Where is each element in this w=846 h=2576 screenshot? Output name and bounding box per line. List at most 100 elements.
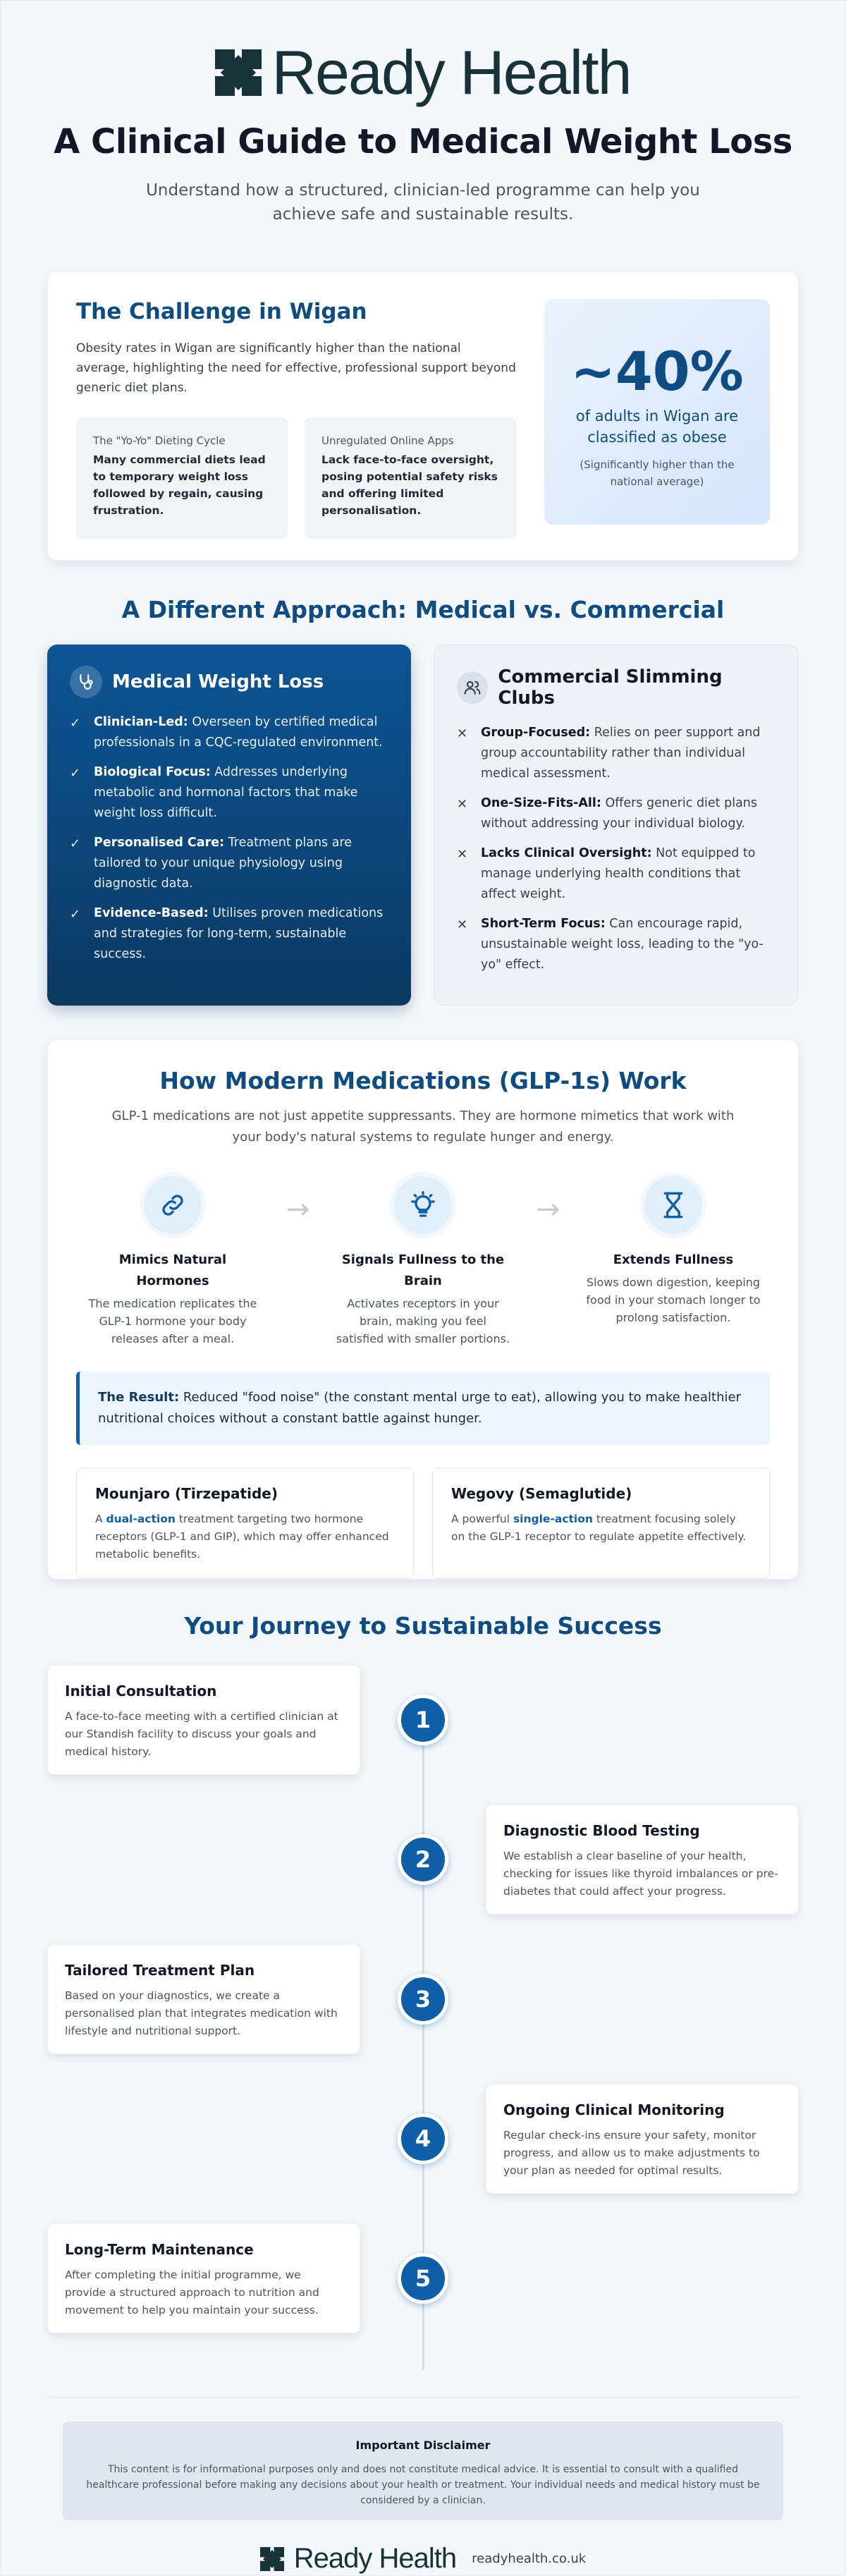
glp-step-text: Slows down digestion, keeping food in yo… [586,1276,761,1324]
glp-step: Signals Fullness to the Brain Activates … [335,1176,511,1348]
medical-item: ✓ Clinician-Led: Overseen by certified m… [70,712,388,753]
challenge-section: The Challenge in Wigan Obesity rates in … [47,271,799,561]
arrow-right-icon: → [536,1193,560,1226]
logo-mark-icon [259,2546,284,2571]
journey-step-text: Regular check-ins ensure your safety, mo… [503,2129,760,2177]
footer: Ready Health readyhealth.co.uk [47,2543,799,2575]
footer-divider [47,2397,799,2398]
journey-step: Tailored Treatment Plan Based on your di… [47,1944,360,2054]
drug-text: A powerful single-action treatment focus… [451,1513,747,1543]
glp-step: Extends Fullness Slows down digestion, k… [585,1176,761,1326]
challenge-card: Unregulated Online Apps Lack face-to-fac… [305,417,516,539]
disclaimer-title: Important Disclaimer [355,2438,491,2452]
glp-intro: GLP-1 medications are not just appetite … [111,1109,735,1144]
challenge-card: The "Yo-Yo" Dieting Cycle Many commercia… [76,417,288,539]
challenge-card-text: Many commercial diets lead to temporary … [93,453,266,517]
drug-cards: Mounjaro (Tirzepatide) A dual-action tre… [76,1467,770,1579]
lightbulb-icon [393,1176,452,1234]
glp-step-title: Extends Fullness [613,1252,734,1267]
cross-icon: ✕ [457,917,468,932]
commercial-item: ✕ Lacks Clinical Oversight: Not equipped… [457,843,776,905]
challenge-content: The Challenge in Wigan Obesity rates in … [76,299,516,539]
glp-steps: Mimics Natural Hormones The medication r… [76,1176,770,1348]
result-label: The Result: [98,1390,180,1405]
glp-step-title: Signals Fullness to the Brain [341,1252,505,1288]
drug-card-wegovy: Wegovy (Semaglutide) A powerful single-a… [432,1467,770,1579]
medical-panel: Medical Weight Loss ✓ Clinician-Led: Ove… [47,645,411,1006]
journey-step-number: 3 [398,1974,448,2025]
hourglass-icon [644,1176,702,1234]
brand-name: Ready Health [271,37,632,107]
journey-step-number: 4 [398,2113,448,2164]
footer-url-link[interactable]: readyhealth.co.uk [472,2551,587,2566]
comparison-title: A Different Approach: Medical vs. Commer… [121,596,725,623]
check-icon: ✓ [70,836,81,851]
medical-item: ✓ Biological Focus: Addresses underlying… [70,762,388,824]
journey-step: Ongoing Clinical Monitoring Regular chec… [486,2084,799,2194]
glp-step-text: The medication replicates the GLP-1 horm… [88,1297,257,1345]
check-icon: ✓ [70,716,81,731]
page-subtitle: Understand how a structured, clinician-l… [146,181,700,224]
obesity-stat: ~40% of adults in Wigan are classified a… [544,299,770,525]
journey-step-number: 1 [398,1695,448,1745]
drug-card-mounjaro: Mounjaro (Tirzepatide) A dual-action tre… [76,1467,414,1579]
footer-brand-name[interactable]: Ready Health [293,2543,457,2574]
journey-step: Diagnostic Blood Testing We establish a … [486,1805,799,1915]
drug-title: Wegovy (Semaglutide) [451,1485,632,1502]
journey-step-number: 5 [398,2253,448,2304]
glp-title: How Modern Medications (GLP-1s) Work [159,1067,687,1094]
journey-timeline: Initial Consultation A face-to-face meet… [47,1665,799,2376]
challenge-card-text: Lack face-to-face oversight, posing pote… [321,453,498,517]
drug-text: A dual-action treatment targeting two ho… [95,1513,389,1561]
result-text: Reduced "food noise" (the constant menta… [98,1390,741,1426]
stethoscope-icon [70,666,102,698]
journey-step-title: Tailored Treatment Plan [65,1962,255,1979]
glp-section: How Modern Medications (GLP-1s) Work GLP… [47,1039,799,1580]
cross-icon: ✕ [457,726,468,741]
medical-panel-title: Medical Weight Loss [112,671,324,692]
arrow-right-icon: → [286,1193,310,1226]
journey-step: Long-Term Maintenance After completing t… [47,2223,360,2333]
medical-panel-header: Medical Weight Loss [70,666,388,698]
journey-step: Initial Consultation A face-to-face meet… [47,1665,360,1775]
journey-step-number: 2 [398,1834,448,1885]
journey-step-title: Initial Consultation [65,1683,217,1699]
glp-result: The Result: Reduced "food noise" (the co… [76,1372,770,1445]
content: Ready Health A Clinical Guide to Medical… [47,1,799,2575]
logo-mark-icon [215,49,262,96]
journey-step-title: Diagnostic Blood Testing [503,1822,700,1839]
challenge-card-label: Unregulated Online Apps [321,434,454,447]
commercial-panel-title: Commercial Slimming Clubs [498,666,723,709]
check-icon: ✓ [70,907,81,922]
journey-step-text: After completing the initial programme, … [65,2269,319,2316]
challenge-title: The Challenge in Wigan [76,299,367,324]
link-icon [144,1176,202,1234]
cross-icon: ✕ [457,797,468,812]
disclaimer: Important Disclaimer This content is for… [63,2422,783,2520]
users-icon [457,671,489,704]
journey-step-text: Based on your diagnostics, we create a p… [65,1989,338,2037]
stat-label: of adults in Wigan are classified as obe… [575,408,739,446]
disclaimer-text: This content is for informational purpos… [86,2464,760,2506]
cross-icon: ✕ [457,847,468,862]
journey-title: Your Journey to Sustainable Success [184,1612,662,1640]
journey-step-text: A face-to-face meeting with a certified … [65,1710,338,1758]
brand-logo[interactable]: Ready Health [47,1,799,104]
medical-item: ✓ Personalised Care: Treatment plans are… [70,833,388,894]
page-title: A Clinical Guide to Medical Weight Loss [54,122,792,161]
journey-step-text: We establish a clear baseline of your he… [503,1850,778,1898]
check-icon: ✓ [70,766,81,781]
challenge-card-label: The "Yo-Yo" Dieting Cycle [93,434,226,447]
medical-item: ✓ Evidence-Based: Utilises proven medica… [70,903,388,965]
challenge-text: Obesity rates in Wigan are significantly… [76,341,516,395]
commercial-item: ✕ Short-Term Focus: Can encourage rapid,… [457,914,776,975]
comparison-section: Medical Weight Loss ✓ Clinician-Led: Ove… [47,645,799,1006]
commercial-panel-header: Commercial Slimming Clubs [457,666,776,709]
journey-step-title: Ongoing Clinical Monitoring [503,2101,725,2118]
challenge-cards: The "Yo-Yo" Dieting Cycle Many commercia… [76,417,516,539]
stat-note: (Significantly higher than the national … [580,458,735,488]
glp-step-title: Mimics Natural Hormones [118,1252,227,1288]
drug-title: Mounjaro (Tirzepatide) [95,1485,278,1502]
glp-step-text: Activates receptors in your brain, makin… [336,1297,510,1345]
